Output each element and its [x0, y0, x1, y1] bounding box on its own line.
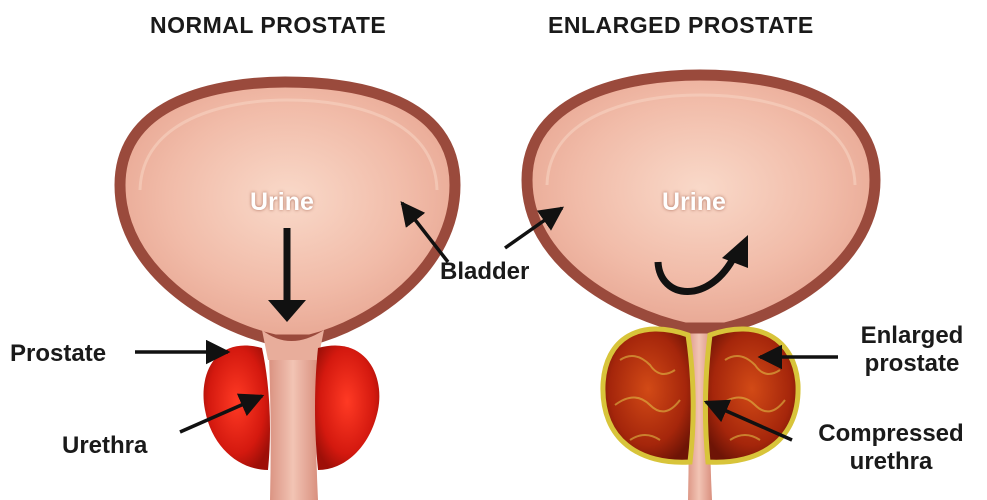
- normal-prostate-diagram: [120, 82, 455, 500]
- enlarged-prostate-label-line2: prostate: [842, 350, 982, 378]
- prostate-label: Prostate: [10, 340, 106, 368]
- urine-label-normal: Urine: [250, 188, 314, 217]
- bladder-label: Bladder: [440, 258, 529, 286]
- normal-prostate-right-lobe: [315, 345, 379, 470]
- enlarged-prostate-label: Enlarged prostate: [842, 322, 982, 378]
- enlarged-prostate-label-line1: Enlarged: [842, 322, 982, 350]
- compressed-urethra-label-line2: urethra: [796, 448, 986, 476]
- compressed-urethra-label: Compressed urethra: [796, 420, 986, 476]
- urethra-label: Urethra: [62, 432, 147, 460]
- enlarged-prostate-left-lobe: [603, 329, 693, 462]
- urine-label-enlarged: Urine: [662, 188, 726, 217]
- enlarged-prostate-right-lobe: [706, 329, 799, 462]
- compressed-urethra-label-line1: Compressed: [796, 420, 986, 448]
